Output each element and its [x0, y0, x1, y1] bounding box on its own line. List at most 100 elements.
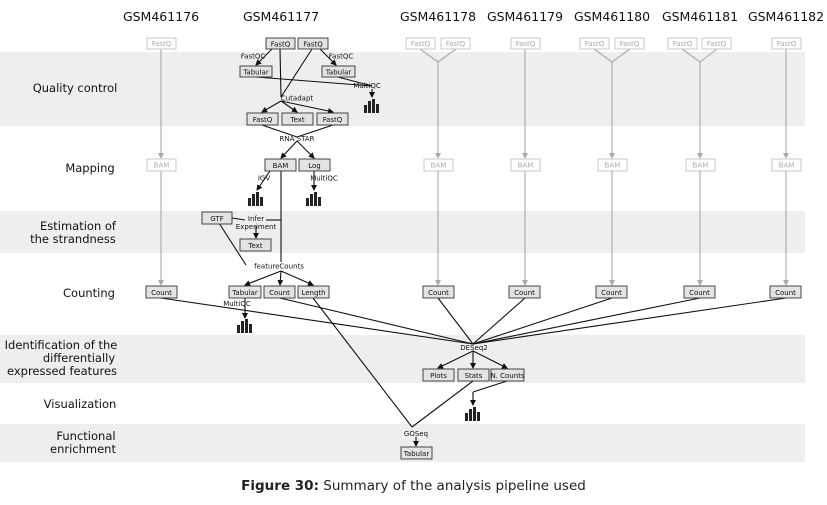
fastq-node [405, 37, 436, 50]
tabular-label: Tabular [403, 450, 430, 458]
count-label: Count [601, 289, 622, 297]
count-label: Count [428, 289, 449, 297]
bam-node [771, 158, 802, 172]
stage-label-de: expressed features [7, 364, 117, 378]
count-node [683, 285, 716, 299]
fastq-label: FastQ [585, 40, 605, 48]
goseq-tool: GOSeq [404, 430, 428, 438]
log-node [298, 158, 331, 172]
figure-caption-text: Summary of the analysis pipeline used [323, 478, 586, 494]
fastq-label: FastQ [516, 40, 536, 48]
fastq-node [316, 112, 349, 126]
band-strandness [0, 211, 805, 253]
fastq-node [246, 112, 279, 126]
fastq-node [579, 37, 610, 50]
gtf-node [201, 211, 233, 225]
fastq-label: FastQ [411, 40, 431, 48]
igv-tool: IGV [258, 175, 270, 183]
text-node [239, 238, 272, 252]
stats-node [457, 368, 490, 382]
figure-caption: Figure 30: Summary of the analysis pipel… [0, 478, 827, 494]
sample-header: GSM461177 [243, 9, 319, 24]
log-label: Log [308, 162, 321, 170]
fastq-node [146, 37, 177, 50]
count-label: Count [689, 289, 710, 297]
band-quality-control [0, 52, 805, 126]
deseq2-tool: DESeq2 [460, 344, 487, 352]
length-label: Length [301, 289, 325, 297]
bam-node [597, 158, 628, 172]
sample-header: GSM461178 [400, 9, 476, 24]
fastq-node [771, 37, 802, 50]
n-counts-label: N. Counts [490, 372, 524, 380]
stage-label-de: Identification of the [5, 338, 118, 352]
bam-label: BAM [273, 162, 289, 170]
fastq-node [297, 37, 329, 50]
bar-chart-icon [237, 319, 252, 333]
fastq-node [701, 37, 732, 50]
tabular-node [239, 65, 273, 78]
cutadapt-tool: Cutadapt [281, 95, 314, 103]
tabular-node [321, 65, 356, 78]
fastq-node [510, 37, 541, 50]
bar-chart-icon [465, 407, 480, 421]
stage-label-de: differentially [43, 351, 115, 365]
fastq-label: FastQ [303, 41, 323, 49]
fastq-node [667, 37, 698, 50]
text-label: Text [289, 116, 304, 124]
gtf-label: GTF [210, 215, 223, 223]
fastq-label: FastQ [620, 40, 640, 48]
fastq-node [440, 37, 471, 50]
tabular-label: Tabular [242, 69, 269, 77]
count-node [263, 285, 296, 299]
bam-node [685, 158, 716, 172]
bam-label: BAM [605, 162, 621, 170]
infer-experiment-tool: Experiment [236, 223, 277, 231]
fastq-label: FastQ [673, 40, 693, 48]
bar-chart-icon [306, 192, 321, 206]
sample-header: GSM461179 [487, 9, 563, 24]
count-label: Count [151, 289, 172, 297]
bam-node [423, 158, 454, 172]
bam-label: BAM [518, 162, 534, 170]
bam-label: BAM [779, 162, 795, 170]
fastqc-tool: FastQC [329, 53, 354, 61]
multiqc-tool: MultiQC [353, 82, 381, 90]
stage-label-quality-control: Quality control [33, 81, 118, 95]
tabular-node [400, 446, 433, 460]
count-label: Count [514, 289, 535, 297]
stats-label: Stats [465, 372, 483, 380]
fastq-label: FastQ [446, 40, 466, 48]
tabular-label: Tabular [325, 69, 352, 77]
count-node [769, 285, 802, 299]
bar-chart-icon [248, 192, 263, 206]
fastq-label: FastQ [271, 41, 291, 49]
fastqc-tool: FastQC [241, 53, 266, 61]
sample-headers: GSM461176 GSM461177 GSM461178 GSM461179 … [123, 9, 824, 24]
count-node [145, 285, 178, 299]
infer-experiment-tool: Infer [248, 215, 264, 223]
multiqc-tool: MultiQC [223, 300, 251, 308]
length-node [297, 285, 330, 299]
stage-labels: Quality control Mapping Estimation of th… [5, 81, 118, 456]
fastq-label: FastQ [777, 40, 797, 48]
sample-header: GSM461180 [574, 9, 650, 24]
featurecounts-tool: featureCounts [254, 263, 304, 271]
fastq-label: FastQ [152, 40, 172, 48]
count-node [595, 285, 628, 299]
stage-label-visualization: Visualization [44, 397, 117, 411]
bam-label: BAM [431, 162, 447, 170]
bam-label: BAM [154, 162, 170, 170]
band-de [0, 335, 805, 383]
fastq-node [265, 37, 296, 50]
stage-label-counting: Counting [63, 286, 115, 300]
sample-header: GSM461181 [662, 9, 738, 24]
stage-label-strandness: Estimation of [40, 219, 117, 233]
main-connectors [160, 48, 787, 447]
plots-label: Plots [430, 372, 447, 380]
stage-label-functional: enrichment [50, 442, 116, 456]
fastq-label: FastQ [707, 40, 727, 48]
bam-node [510, 158, 541, 172]
count-node [422, 285, 455, 299]
rna-star-tool: RNA STAR [280, 135, 315, 143]
